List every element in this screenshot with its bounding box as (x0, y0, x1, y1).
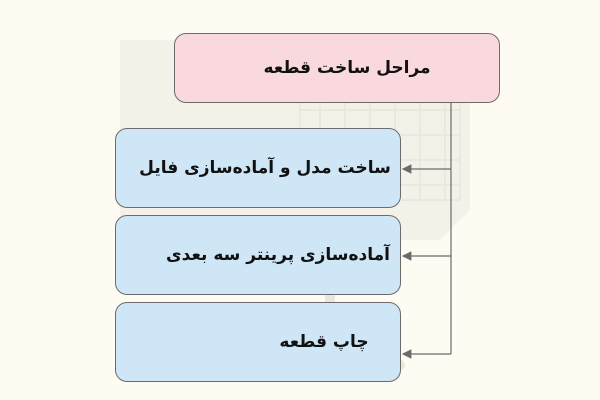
step-node-printer-preparation: آماده‌سازی پرینتر سه بعدی (115, 215, 401, 295)
step-node-label: چاپ قطعه (279, 332, 369, 352)
step-node-label: آماده‌سازی پرینتر سه بعدی (166, 245, 390, 265)
root-node-label: مراحل ساخت قطعه (263, 58, 431, 78)
root-node: مراحل ساخت قطعه (174, 33, 500, 103)
step-node-label: ساخت مدل و آماده‌سازی فایل (139, 158, 391, 178)
step-node-model-preparation: ساخت مدل و آماده‌سازی فایل (115, 128, 401, 208)
step-node-print-part: چاپ قطعه (115, 302, 401, 382)
